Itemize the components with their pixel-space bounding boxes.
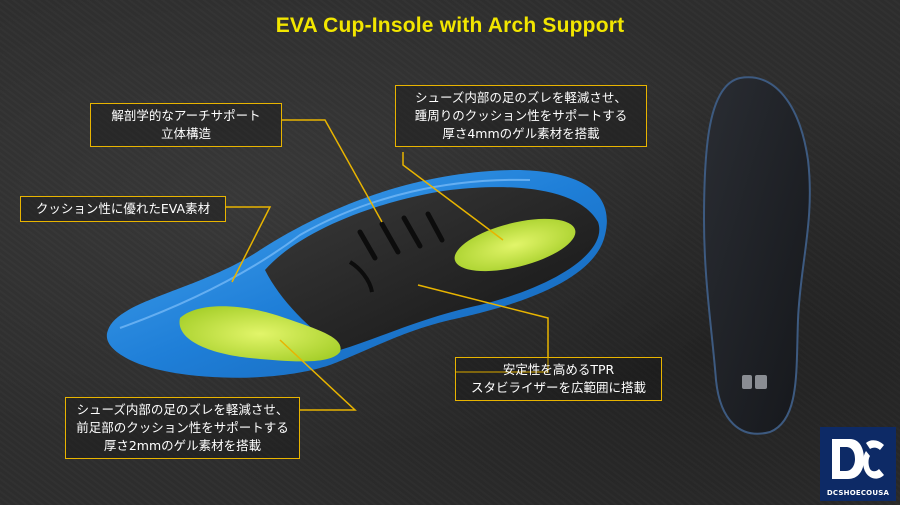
callout-heel-gel: シューズ内部の足のズレを軽減させ、 踵周りのクッション性をサポートする 厚さ4m…	[395, 85, 647, 147]
callout-eva-material: クッション性に優れたEVA素材	[20, 196, 226, 222]
page-title: EVA Cup-Insole with Arch Support	[275, 14, 625, 37]
logo-text: DCSHOECOUSA	[826, 489, 890, 497]
callout-line: 厚さ4mmのゲル素材を搭載	[442, 126, 600, 141]
callout-line: シューズ内部の足のズレを軽減させ、	[415, 90, 627, 105]
callout-line: 安定性を高めるTPR	[502, 362, 615, 377]
dc-logo: DCSHOECOUSA	[820, 427, 896, 501]
callout-line: クッション性に優れたEVA素材	[35, 201, 211, 216]
callout-line: 厚さ2mmのゲル素材を搭載	[103, 438, 262, 453]
dc-logo-mark	[832, 439, 884, 479]
tpr-ribs	[357, 211, 445, 261]
dc-insole-mark	[742, 375, 767, 389]
callout-tpr-stabilizer: 安定性を高めるTPR スタビライザーを広範囲に搭載	[455, 357, 662, 401]
callout-line: 踵周りのクッション性をサポートする	[414, 108, 628, 123]
callout-forefoot-gel: シューズ内部の足のズレを軽減させ、 前足部のクッション性をサポートする 厚さ2m…	[65, 397, 300, 459]
callout-line: スタビライザーを広範囲に搭載	[470, 380, 646, 395]
callout-line: 前足部のクッション性をサポートする	[76, 420, 289, 435]
callout-line: 立体構造	[160, 126, 211, 141]
callout-line: 解剖学的なアーチサポート	[111, 108, 261, 123]
callout-line: シューズ内部の足のズレを軽減させ、	[76, 402, 289, 417]
tpr-stabilizer	[265, 187, 600, 350]
callout-arch-support: 解剖学的なアーチサポート 立体構造	[90, 103, 282, 147]
insole-top-view	[702, 76, 811, 435]
forefoot-gel-pad	[179, 306, 341, 362]
heel-gel-pad	[454, 218, 576, 272]
leader-lines	[226, 119, 549, 411]
